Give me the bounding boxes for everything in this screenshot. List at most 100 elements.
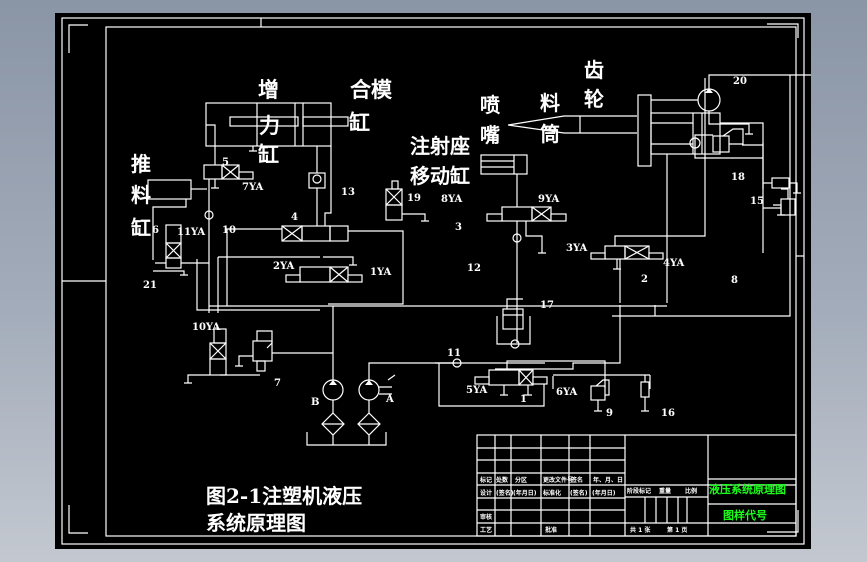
tb-count: 处数: [495, 476, 509, 484]
injection-seat-cylinder: [480, 154, 528, 175]
solenoid-5ya: 5YA: [466, 385, 487, 396]
label-pusher-1: 推: [131, 152, 151, 176]
relief-valve-7: [220, 330, 333, 376]
pump-a-label: A: [385, 394, 394, 405]
solenoid-labels: 1YA 2YA 3YA 4YA 5YA 6YA 7YA 8YA 9YA 10YA…: [177, 182, 684, 398]
throttle-15: [763, 177, 801, 194]
relief-valve-8: [762, 188, 796, 253]
tb-mark: 标记: [479, 476, 492, 484]
item-5: 5: [222, 157, 229, 168]
tb-stage: 阶段标记: [627, 487, 651, 495]
solenoid-8ya: 8YA: [441, 194, 462, 205]
label-pusher-3: 缸: [131, 216, 151, 240]
item-numbers: 1 2 3 4 5 6 7 8 9 10 11 12 13 15 16 17 1…: [143, 76, 764, 419]
pump-a: [306, 362, 545, 446]
solenoid-11ya: 11YA: [177, 227, 205, 238]
tb-date: 年、月、日: [593, 476, 623, 484]
tb-change-doc: 更改文件号: [543, 476, 573, 484]
label-booster-1: 增: [258, 77, 279, 102]
return-line-right: [612, 75, 791, 317]
tb-design: 设计: [480, 489, 492, 497]
label-clamp-2: 缸: [349, 110, 370, 135]
item-20: 20: [733, 76, 747, 87]
tb-scale: 比例: [685, 487, 697, 495]
item-4: 4: [291, 212, 298, 223]
valve-10ya: [184, 328, 227, 384]
item-3: 3: [455, 222, 462, 233]
directional-valve-4: [196, 146, 404, 311]
tb-process: 工艺: [480, 526, 492, 534]
item-12: 12: [467, 263, 481, 274]
tb-drawing-code: 图样代号: [723, 508, 767, 522]
solenoid-9ya: 9YA: [538, 194, 559, 205]
hydraulic-motor-20: [697, 74, 811, 135]
item-6: 6: [152, 225, 159, 236]
solenoid-4ya: 4YA: [663, 258, 684, 269]
tb-drawing-name: 液压系统原理图: [709, 482, 786, 496]
valve-18: [689, 128, 764, 191]
label-booster-3: 缸: [258, 142, 279, 167]
hydraulic-schematic: 增 力 缸 合模 缸 推 料 缸 喷 嘴 料 筒 齿 轮 注射座 移动缸 1 2…: [61, 17, 811, 545]
tb-review: 审核: [480, 513, 492, 521]
item-13: 13: [341, 187, 355, 198]
item-7: 7: [274, 378, 281, 389]
figure-title: 图2-1注塑机液压 系统原理图: [206, 484, 362, 535]
tb-standard: 标准化: [542, 489, 561, 497]
label-nozzle-2: 嘴: [480, 123, 500, 147]
label-barrel-2: 筒: [540, 122, 560, 146]
valve-17-and-1: [435, 298, 656, 407]
item-16: 16: [661, 408, 675, 419]
solenoid-10ya: 10YA: [192, 322, 220, 333]
label-clamp-1: 合模: [350, 77, 393, 102]
tb-zone: 分区: [515, 476, 527, 484]
tb-sheet-count: 共 1 张: [630, 526, 651, 534]
figure-title-line-2: 系统原理图: [206, 511, 306, 535]
solenoid-7ya: 7YA: [242, 182, 263, 193]
item-19: 19: [407, 193, 421, 204]
item-10: 10: [222, 225, 236, 236]
tb-weight: 重量: [659, 487, 671, 495]
figure-title-line-1: 图2-1注塑机液压: [206, 484, 362, 508]
tb-sheet-index: 第 1 页: [666, 526, 687, 534]
valve-19: [385, 180, 429, 222]
label-seat-2: 移动缸: [410, 164, 470, 188]
item-9: 9: [606, 408, 613, 419]
item-8: 8: [731, 275, 738, 286]
pump-b-label: B: [311, 397, 319, 408]
directional-valve-6: [153, 224, 209, 276]
label-barrel-1: 料: [540, 91, 560, 115]
tb-approve: 批准: [545, 526, 557, 534]
pusher-cylinder: [147, 179, 207, 260]
directional-valve-1ya-2ya: [217, 256, 363, 313]
directional-valve-5: [203, 124, 254, 313]
tb-signature: 签名: [570, 476, 583, 484]
label-pusher-2: 料: [131, 183, 151, 207]
label-booster-2: 力: [259, 113, 280, 138]
component-labels: 增 力 缸 合模 缸 推 料 缸 喷 嘴 料 筒 齿 轮 注射座 移动缸: [131, 58, 604, 240]
tb-standard-sign: (签名): [570, 489, 588, 497]
pump-b: [321, 306, 345, 445]
solenoid-3ya: 3YA: [566, 243, 587, 254]
solenoid-2ya: 2YA: [273, 261, 294, 272]
item-1: 1: [520, 394, 527, 405]
tb-design-sign: (签名): [496, 489, 514, 497]
directional-valve-2: [590, 78, 706, 303]
item-15: 15: [750, 196, 764, 207]
item-17: 17: [540, 300, 554, 311]
title-block: 标记 处数 分区 更改文件号 签名 年、月、日 设计 (签名) (年月日) 标准…: [476, 434, 797, 537]
label-seat-1: 注射座: [410, 134, 470, 158]
item-11: 11: [447, 348, 461, 359]
label-gear-1: 齿: [584, 58, 604, 82]
drawing-frame: [61, 17, 805, 545]
item-21: 21: [143, 280, 157, 291]
label-nozzle-1: 喷: [480, 93, 500, 117]
item-18: 18: [731, 172, 745, 183]
drawing-sheet: 增 力 缸 合模 缸 推 料 缸 喷 嘴 料 筒 齿 轮 注射座 移动缸 1 2…: [55, 13, 811, 549]
directional-valve-3: [486, 174, 567, 343]
solenoid-1ya: 1YA: [370, 267, 391, 278]
valve-9-and-16: [590, 375, 650, 412]
label-gear-2: 轮: [584, 87, 604, 111]
solenoid-6ya: 6YA: [556, 387, 577, 398]
tb-design-date: (年月日): [513, 489, 537, 497]
tb-standard-date: (年月日): [592, 489, 616, 497]
